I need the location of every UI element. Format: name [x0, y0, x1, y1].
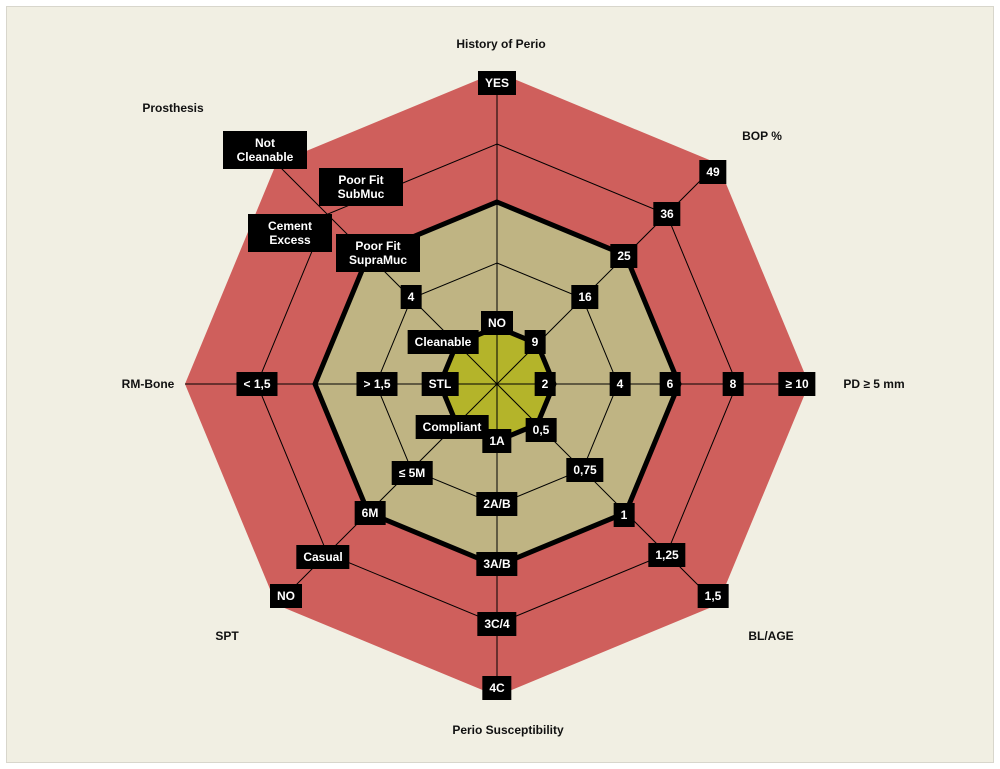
value-box: 4C — [482, 676, 512, 700]
value-box: NO — [270, 584, 302, 608]
value-box: 1 — [613, 503, 635, 527]
value-box: Poor Fit SubMuc — [319, 168, 403, 206]
value-box: ≤ 5M — [391, 461, 433, 485]
value-box: 1,5 — [697, 584, 729, 608]
value-box: Poor Fit SupraMuc — [336, 234, 420, 272]
value-box: 6 — [659, 372, 681, 396]
value-box: ≥ 10 — [778, 372, 816, 396]
value-box: Cleanable — [407, 330, 479, 354]
axis-label-pd: PD ≥ 5 mm — [843, 377, 905, 391]
value-box: 6M — [354, 501, 386, 525]
value-box: Not Cleanable — [223, 131, 307, 169]
value-box: 49 — [699, 160, 727, 184]
value-box: YES — [477, 71, 517, 95]
value-box: 1,25 — [648, 543, 686, 567]
value-box: STL — [421, 372, 459, 396]
axis-label-prosthesis: Prosthesis — [142, 101, 204, 115]
value-box: 16 — [571, 285, 599, 309]
value-box: Cement Excess — [248, 214, 332, 252]
value-box: 36 — [653, 202, 681, 226]
axis-label-bop: BOP % — [742, 129, 782, 143]
axis-label-spt: SPT — [215, 629, 239, 643]
value-box: 8 — [722, 372, 744, 396]
value-box: 4 — [400, 285, 422, 309]
value-box: > 1,5 — [356, 372, 398, 396]
value-box: 25 — [610, 244, 638, 268]
value-box: 2A/B — [476, 492, 518, 516]
axis-label-bl-age: BL/AGE — [748, 629, 794, 643]
value-box: 3A/B — [476, 552, 518, 576]
value-box: 0,75 — [566, 458, 604, 482]
axis-label-history: History of Perio — [456, 37, 546, 51]
value-box: Casual — [296, 545, 350, 569]
value-box: 0,5 — [525, 418, 557, 442]
value-box: 9 — [524, 330, 546, 354]
value-box: NO — [481, 311, 513, 335]
value-box: Compliant — [415, 415, 489, 439]
value-box: 3C/4 — [477, 612, 517, 636]
axis-label-susceptibility: Perio Susceptibility — [452, 723, 564, 737]
value-box: 2 — [534, 372, 556, 396]
value-box: < 1,5 — [236, 372, 278, 396]
axis-label-rm-bone: RM-Bone — [121, 377, 175, 391]
value-box: 4 — [609, 372, 631, 396]
